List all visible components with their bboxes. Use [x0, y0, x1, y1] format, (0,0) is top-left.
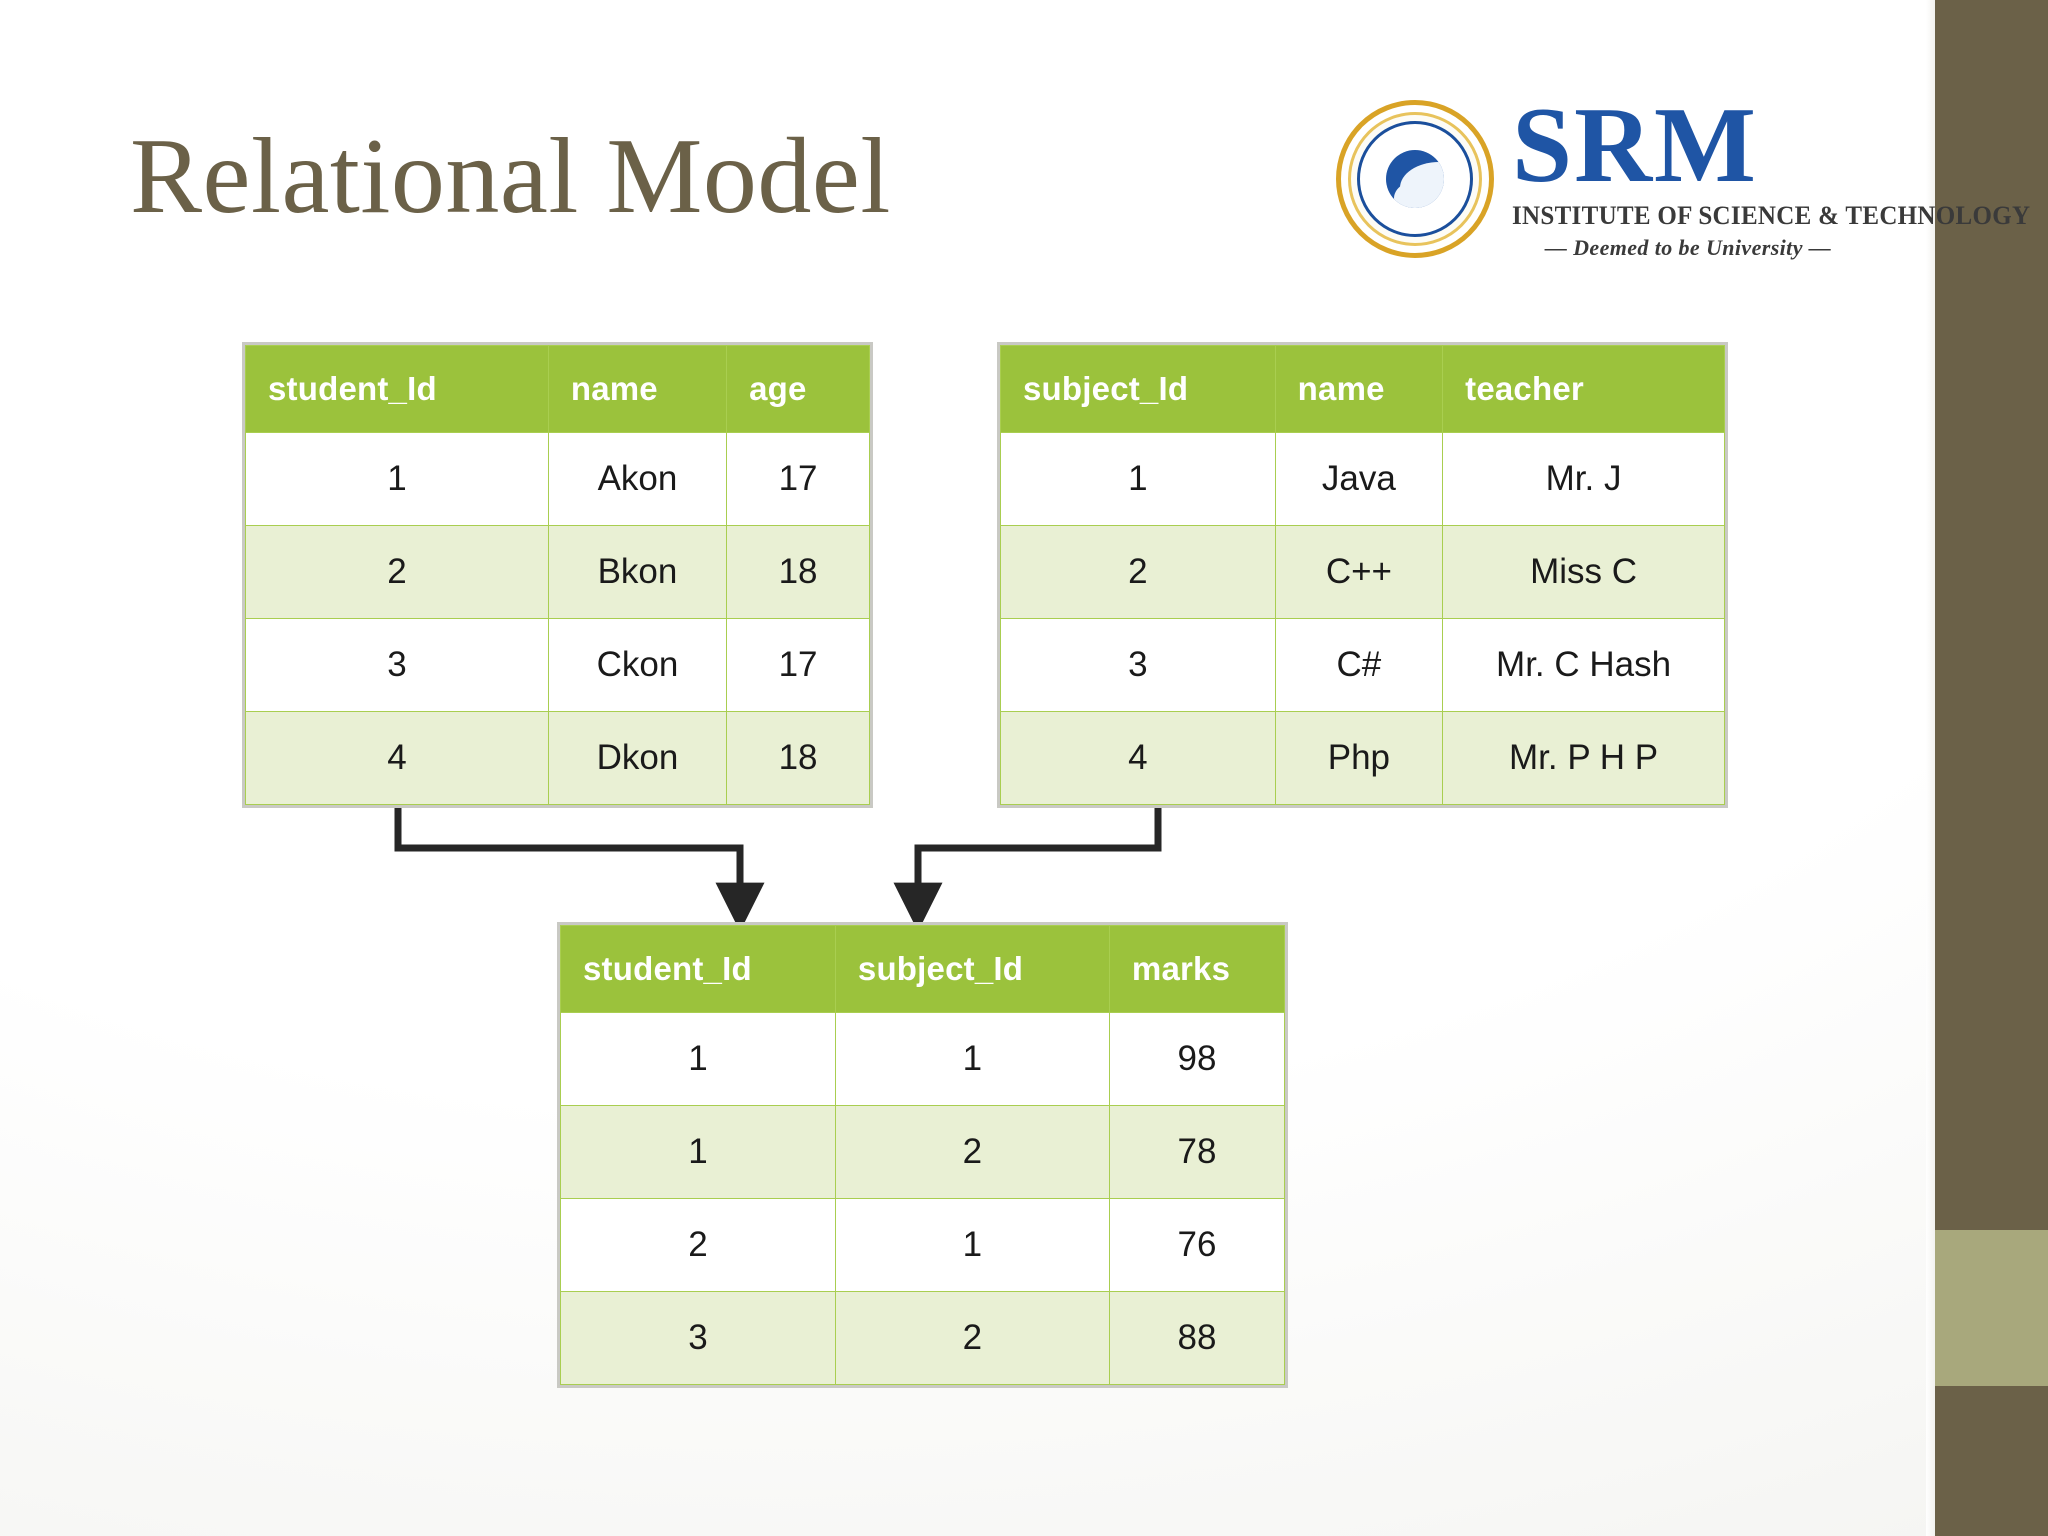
srm-tagline: — Deemed to be University —	[1544, 235, 1832, 260]
cell-age: 17	[726, 618, 870, 712]
cell-subject-id: 4	[1000, 711, 1276, 805]
marks-table: student_Id subject_Id marks 1 1 98 1 2 7…	[560, 925, 1286, 1385]
column-header-student-id: student_Id	[560, 925, 836, 1013]
cell-name: C#	[1274, 618, 1444, 712]
table-header-row: student_Id subject_Id marks	[560, 925, 1286, 1013]
cell-subject-id: 2	[834, 1291, 1110, 1385]
srm-letters: SRM	[1512, 86, 1758, 205]
cell-name: Akon	[547, 432, 728, 526]
cell-subject-id: 1	[834, 1198, 1110, 1292]
column-header-name: name	[1274, 345, 1444, 433]
table-row: 1 2 78	[560, 1105, 1286, 1199]
cell-student-id: 3	[245, 618, 549, 712]
column-header-marks: marks	[1108, 925, 1286, 1013]
cell-student-id: 4	[245, 711, 549, 805]
table-row: 4 Php Mr. P H P	[1000, 711, 1725, 805]
column-header-student-id: student_Id	[245, 345, 549, 433]
table-header-row: student_Id name age	[245, 345, 870, 433]
side-bar-segment-accent	[1935, 1230, 2048, 1386]
column-header-subject-id: subject_Id	[834, 925, 1110, 1013]
student-table: student_Id name age 1 Akon 17 2 Bkon 18 …	[245, 345, 870, 805]
side-bar-edge-highlight	[1926, 0, 1935, 1536]
column-header-name: name	[547, 345, 728, 433]
seal-disc	[1386, 150, 1444, 208]
cell-subject-id: 1	[834, 1012, 1110, 1106]
cell-subject-id: 2	[1000, 525, 1276, 619]
table-row: 2 C++ Miss C	[1000, 525, 1725, 619]
cell-marks: 88	[1108, 1291, 1286, 1385]
table-row: 2 1 76	[560, 1198, 1286, 1292]
table-header-row: subject_Id name teacher	[1000, 345, 1725, 433]
cell-name: Dkon	[547, 711, 728, 805]
cell-age: 17	[726, 432, 870, 526]
cell-name: Php	[1274, 711, 1444, 805]
tree-trunk-icon	[1434, 204, 1443, 208]
table-row: 3 Ckon 17	[245, 618, 870, 712]
side-bar-segment-top	[1935, 0, 2048, 1230]
srm-subtitle: INSTITUTE OF SCIENCE & TECHNOLOGY	[1512, 202, 2031, 231]
cell-subject-id: 1	[1000, 432, 1276, 526]
cell-teacher: Mr. C Hash	[1442, 618, 1725, 712]
column-header-subject-id: subject_Id	[1000, 345, 1276, 433]
decorative-side-bar	[1926, 0, 2048, 1536]
cell-subject-id: 2	[834, 1105, 1110, 1199]
cell-teacher: Mr. P H P	[1442, 711, 1725, 805]
cell-student-id: 3	[560, 1291, 836, 1385]
cell-student-id: 1	[560, 1012, 836, 1106]
cell-teacher: Miss C	[1442, 525, 1725, 619]
table-row: 3 C# Mr. C Hash	[1000, 618, 1725, 712]
cell-name: C++	[1274, 525, 1444, 619]
cell-name: Bkon	[547, 525, 728, 619]
cell-student-id: 1	[245, 432, 549, 526]
cell-marks: 98	[1108, 1012, 1286, 1106]
table-row: 1 Akon 17	[245, 432, 870, 526]
cell-student-id: 2	[245, 525, 549, 619]
cell-marks: 78	[1108, 1105, 1286, 1199]
column-header-age: age	[726, 345, 870, 433]
table-row: 4 Dkon 18	[245, 711, 870, 805]
cell-student-id: 2	[560, 1198, 836, 1292]
cell-marks: 76	[1108, 1198, 1286, 1292]
seal-ring-inner	[1357, 121, 1473, 237]
table-row: 1 Java Mr. J	[1000, 432, 1725, 526]
cell-teacher: Mr. J	[1442, 432, 1725, 526]
cell-subject-id: 3	[1000, 618, 1276, 712]
srm-logo: SRM INSTITUTE OF SCIENCE & TECHNOLOGY — …	[1336, 86, 2031, 272]
srm-seal-icon	[1336, 100, 1494, 258]
side-bar-segment-bottom	[1935, 1386, 2048, 1536]
tree-icon	[1400, 162, 1444, 208]
srm-wordmark: SRM INSTITUTE OF SCIENCE & TECHNOLOGY — …	[1512, 86, 2031, 261]
column-header-teacher: teacher	[1442, 345, 1725, 433]
cell-student-id: 1	[560, 1105, 836, 1199]
cell-name: Ckon	[547, 618, 728, 712]
cell-age: 18	[726, 711, 870, 805]
page-title: Relational Model	[130, 117, 891, 236]
table-row: 1 1 98	[560, 1012, 1286, 1106]
cell-name: Java	[1274, 432, 1444, 526]
cell-age: 18	[726, 525, 870, 619]
subject-table: subject_Id name teacher 1 Java Mr. J 2 C…	[1000, 345, 1725, 805]
table-row: 3 2 88	[560, 1291, 1286, 1385]
table-row: 2 Bkon 18	[245, 525, 870, 619]
